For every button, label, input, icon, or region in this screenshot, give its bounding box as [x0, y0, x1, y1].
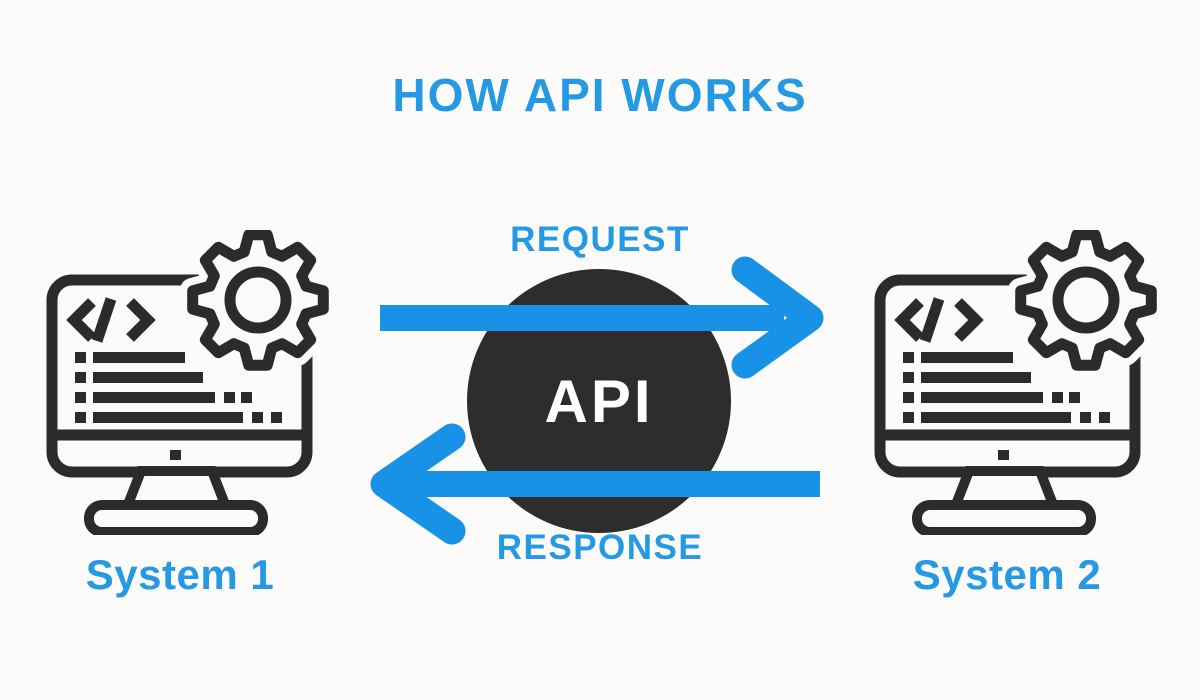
api-label: API	[544, 367, 654, 435]
response-label: RESPONSE	[496, 528, 704, 567]
api-circle: API	[467, 269, 731, 533]
computer-code-gear-icon	[868, 230, 1163, 535]
system2-label: System 2	[912, 551, 1102, 598]
request-label: REQUEST	[510, 220, 690, 259]
page-title: HOW API WORKS	[392, 69, 808, 121]
computer-code-gear-icon	[40, 230, 335, 535]
system1-label: System 1	[85, 551, 275, 598]
